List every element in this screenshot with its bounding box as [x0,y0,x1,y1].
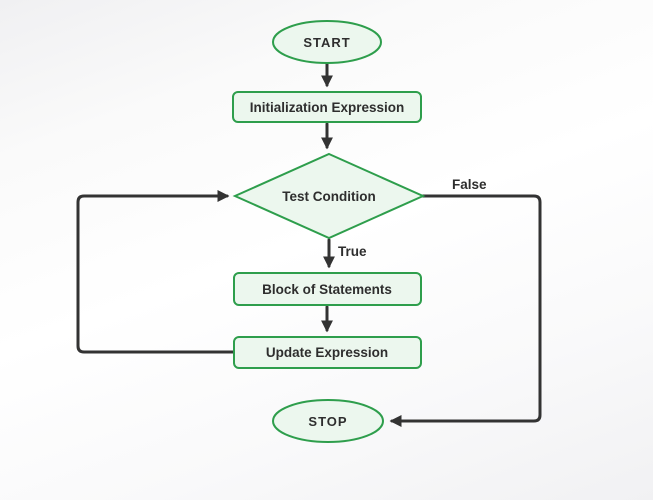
loop-back-connector-update-to-test [76,190,236,354]
false-connector-test-to-stop [389,194,542,427]
false-edge-label: False [452,177,487,192]
update-expression-box [233,336,422,369]
stop-label: STOP [308,414,347,429]
start-terminal-ellipse [272,20,382,64]
stop-terminal-ellipse [272,399,384,443]
initialization-label: Initialization Expression [250,100,405,115]
start-label: START [303,35,350,50]
update-expression-label: Update Expression [266,345,388,360]
block-of-statements-label: Block of Statements [262,282,392,297]
test-condition-label: Test Condition [282,189,376,204]
initialization-process-box [232,91,422,123]
block-of-statements-box [233,272,422,306]
test-condition-diamond [232,152,426,240]
true-edge-label: True [338,244,367,259]
